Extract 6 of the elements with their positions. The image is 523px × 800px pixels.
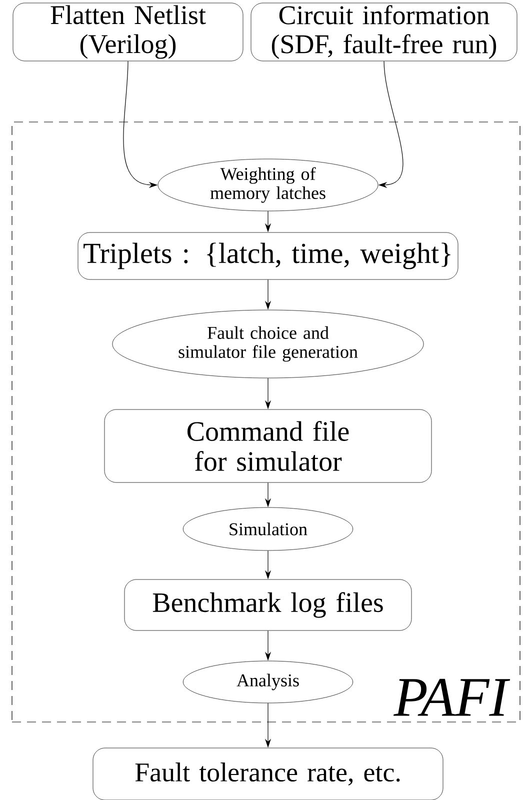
process-box: Benchmark log files: [124, 579, 412, 631]
process-box: Triplets : {latch, time, weight}: [78, 232, 458, 280]
process-box: Circuit information (SDF, fault-free run): [250, 2, 518, 62]
process-box: Command file for simulator: [104, 409, 432, 483]
process-box: Flatten Netlist (Verilog): [12, 2, 244, 62]
process-box: Fault tolerance rate, etc.: [92, 748, 444, 800]
